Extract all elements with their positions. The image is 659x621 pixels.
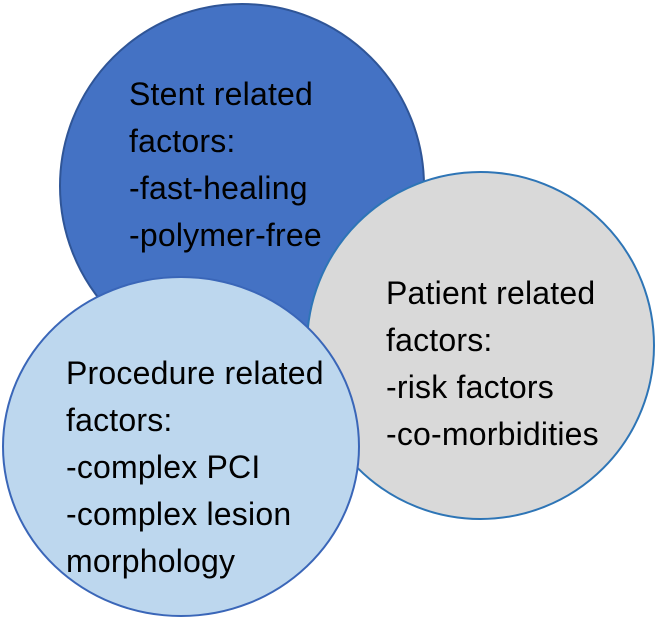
text-line: Procedure related [66,355,324,391]
text-line: -fast-healing [129,170,308,206]
text-line: -risk factors [386,369,554,405]
patient-factors-text: Patient related factors: -risk factors -… [386,270,599,458]
text-line: -complex PCI [66,449,261,485]
text-line: -polymer-free [129,217,322,253]
circle-patient-related-factors: Patient related factors: -risk factors -… [306,171,655,520]
text-line: factors: [129,123,236,159]
text-line: factors: [386,322,493,358]
text-line: morphology [66,543,236,579]
text-line: Patient related [386,275,596,311]
text-line: -co-morbidities [386,416,599,452]
text-line: -complex lesion [66,496,292,532]
circle-procedure-related-factors: Procedure related factors: -complex PCI … [2,276,360,617]
text-line: Stent related [129,76,314,112]
text-line: factors: [66,402,173,438]
procedure-factors-text: Procedure related factors: -complex PCI … [66,350,324,585]
stent-factors-text: Stent related factors: -fast-healing -po… [129,71,322,259]
